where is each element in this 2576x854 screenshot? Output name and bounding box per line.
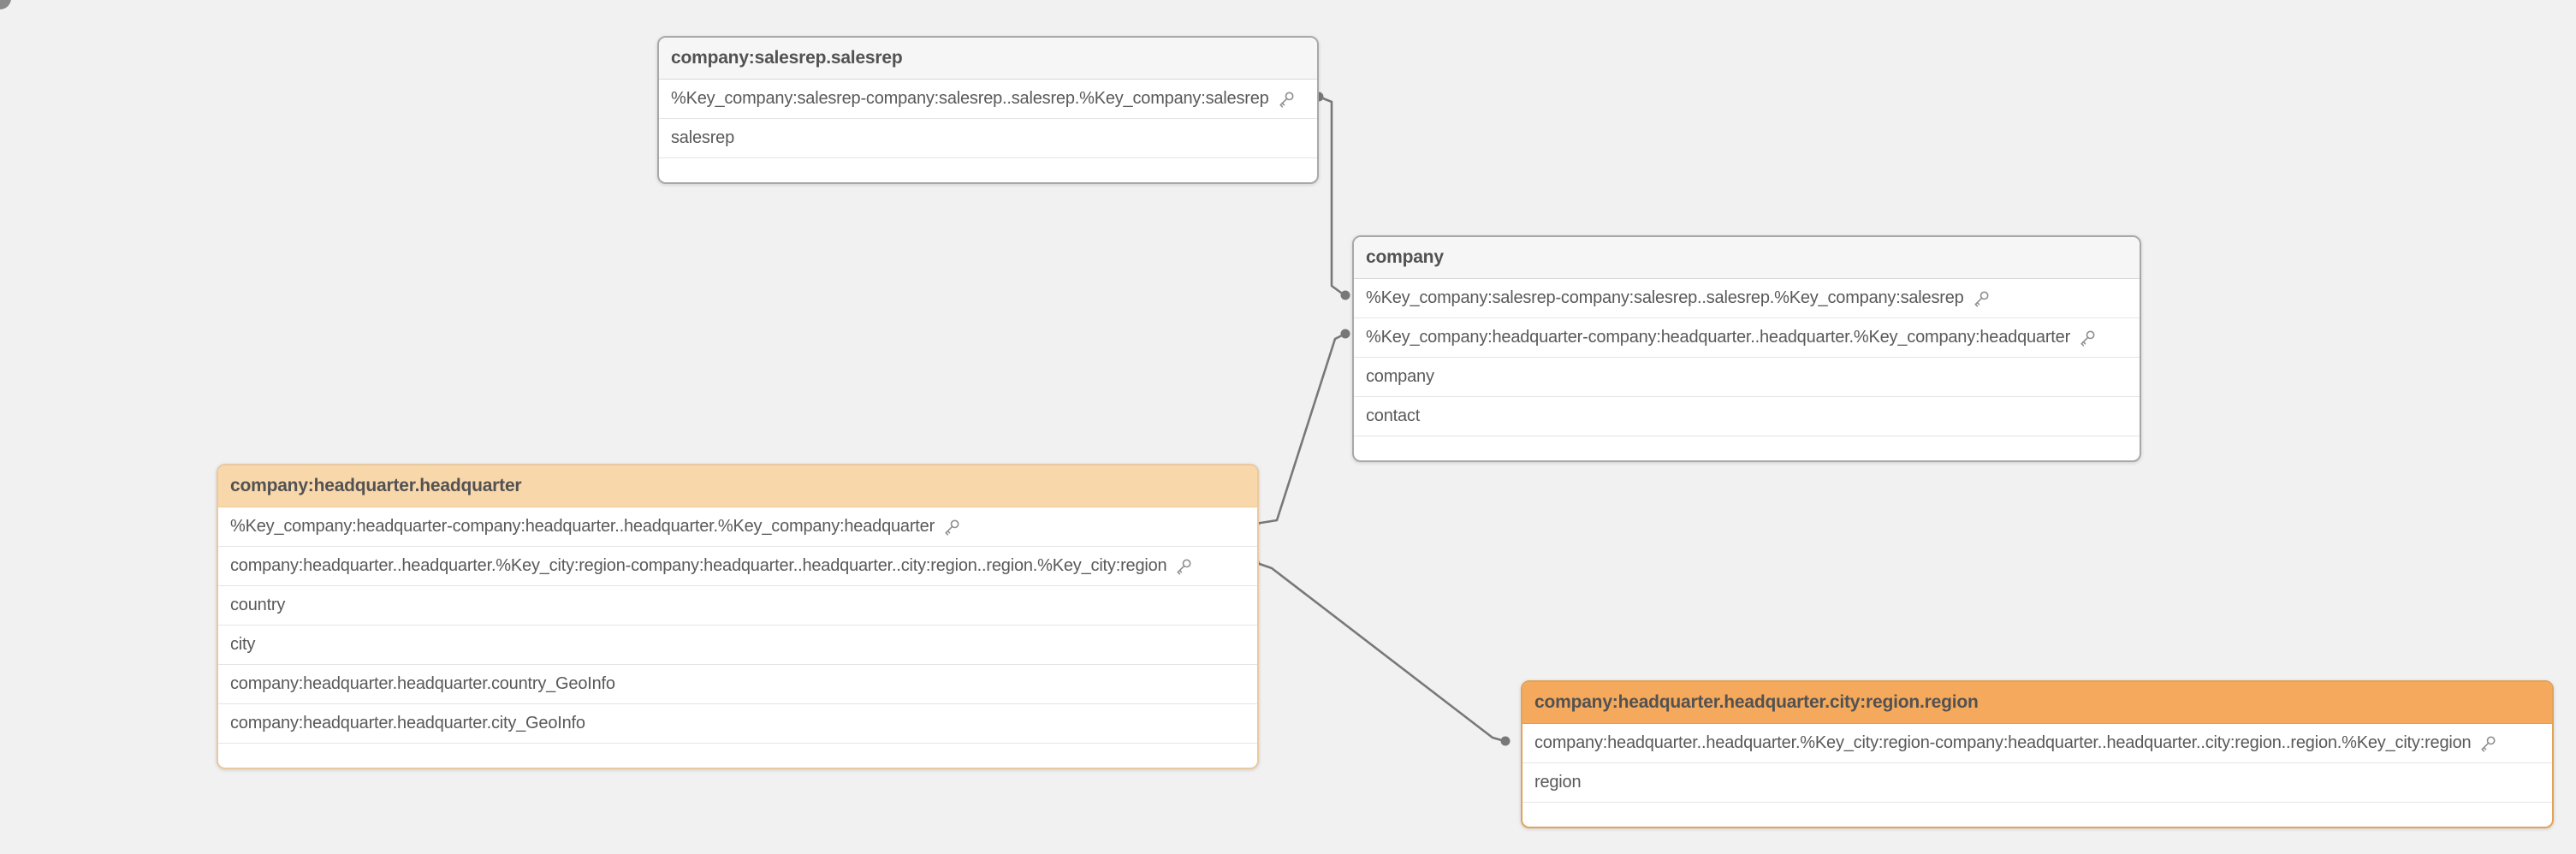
field-row[interactable]: contact — [1354, 397, 2140, 436]
key-icon — [1974, 291, 1989, 307]
field-name: %Key_company:headquarter-company:headqua… — [230, 517, 935, 536]
table-company-salesrep-salesrep[interactable]: company:salesrep.salesrep %Key_company:s… — [657, 36, 1319, 184]
field-name: company — [1366, 367, 1434, 386]
field-name: company:headquarter.headquarter.country_… — [230, 674, 615, 693]
field-name: salesrep — [671, 128, 734, 147]
field-name: company:headquarter..headquarter.%Key_ci… — [230, 556, 1167, 575]
field-row[interactable]: %Key_company:salesrep-company:salesrep..… — [659, 80, 1317, 119]
field-row[interactable]: company — [1354, 358, 2140, 397]
association-line-salesrep-company — [1317, 95, 1346, 297]
key-icon — [1177, 559, 1191, 575]
connector-dot — [1340, 290, 1350, 300]
table-company[interactable]: company %Key_company:salesrep-company:sa… — [1352, 235, 2141, 462]
corner-circle-decoration — [0, 0, 11, 9]
key-icon — [945, 519, 959, 536]
association-line-company-headquarter — [1254, 332, 1347, 525]
field-row[interactable]: country — [218, 586, 1257, 626]
table-company-headquarter-city-region-region[interactable]: company:headquarter.headquarter.city:reg… — [1521, 680, 2554, 828]
table-footer — [659, 158, 1317, 182]
key-icon — [1279, 92, 1294, 108]
field-name: company:headquarter..headquarter.%Key_ci… — [1534, 733, 2472, 752]
field-row[interactable]: company:headquarter.headquarter.country_… — [218, 665, 1257, 704]
table-header[interactable]: company:salesrep.salesrep — [659, 38, 1317, 80]
connector-dot — [1500, 736, 1511, 746]
association-line-headquarter-region — [1253, 560, 1506, 743]
field-row[interactable]: %Key_company:headquarter-company:headqua… — [218, 507, 1257, 547]
field-row[interactable]: salesrep — [659, 119, 1317, 158]
table-title: company:salesrep.salesrep — [671, 48, 903, 68]
table-header[interactable]: company — [1354, 237, 2140, 279]
field-row[interactable]: %Key_company:salesrep-company:salesrep..… — [1354, 279, 2140, 318]
field-name: %Key_company:headquarter-company:headqua… — [1366, 328, 2071, 347]
field-name: city — [230, 635, 256, 654]
table-title: company:headquarter.headquarter.city:reg… — [1534, 692, 1979, 712]
field-row[interactable]: company:headquarter..headquarter.%Key_ci… — [1522, 724, 2552, 763]
field-name: company:headquarter.headquarter.city_Geo… — [230, 714, 585, 732]
table-title: company — [1366, 247, 1444, 267]
table-footer — [1522, 803, 2552, 827]
table-footer — [1354, 436, 2140, 460]
field-name: %Key_company:salesrep-company:salesrep..… — [1366, 288, 1964, 307]
key-icon — [2481, 736, 2496, 752]
field-row[interactable]: company:headquarter.headquarter.city_Geo… — [218, 704, 1257, 744]
key-icon — [2080, 330, 2095, 347]
connector-dot — [1340, 329, 1350, 339]
field-row[interactable]: %Key_company:headquarter-company:headqua… — [1354, 318, 2140, 358]
field-row[interactable]: company:headquarter..headquarter.%Key_ci… — [218, 547, 1257, 586]
field-row[interactable]: city — [218, 626, 1257, 665]
field-row[interactable]: region — [1522, 763, 2552, 803]
table-title: company:headquarter.headquarter — [230, 476, 522, 495]
field-name: contact — [1366, 406, 1421, 425]
field-name: region — [1534, 773, 1582, 792]
table-header[interactable]: company:headquarter.headquarter — [218, 466, 1257, 507]
table-header[interactable]: company:headquarter.headquarter.city:reg… — [1522, 682, 2552, 724]
table-footer — [218, 744, 1257, 768]
field-name: country — [230, 596, 286, 614]
field-name: %Key_company:salesrep-company:salesrep..… — [671, 89, 1269, 108]
table-company-headquarter-headquarter[interactable]: company:headquarter.headquarter %Key_com… — [217, 464, 1259, 769]
